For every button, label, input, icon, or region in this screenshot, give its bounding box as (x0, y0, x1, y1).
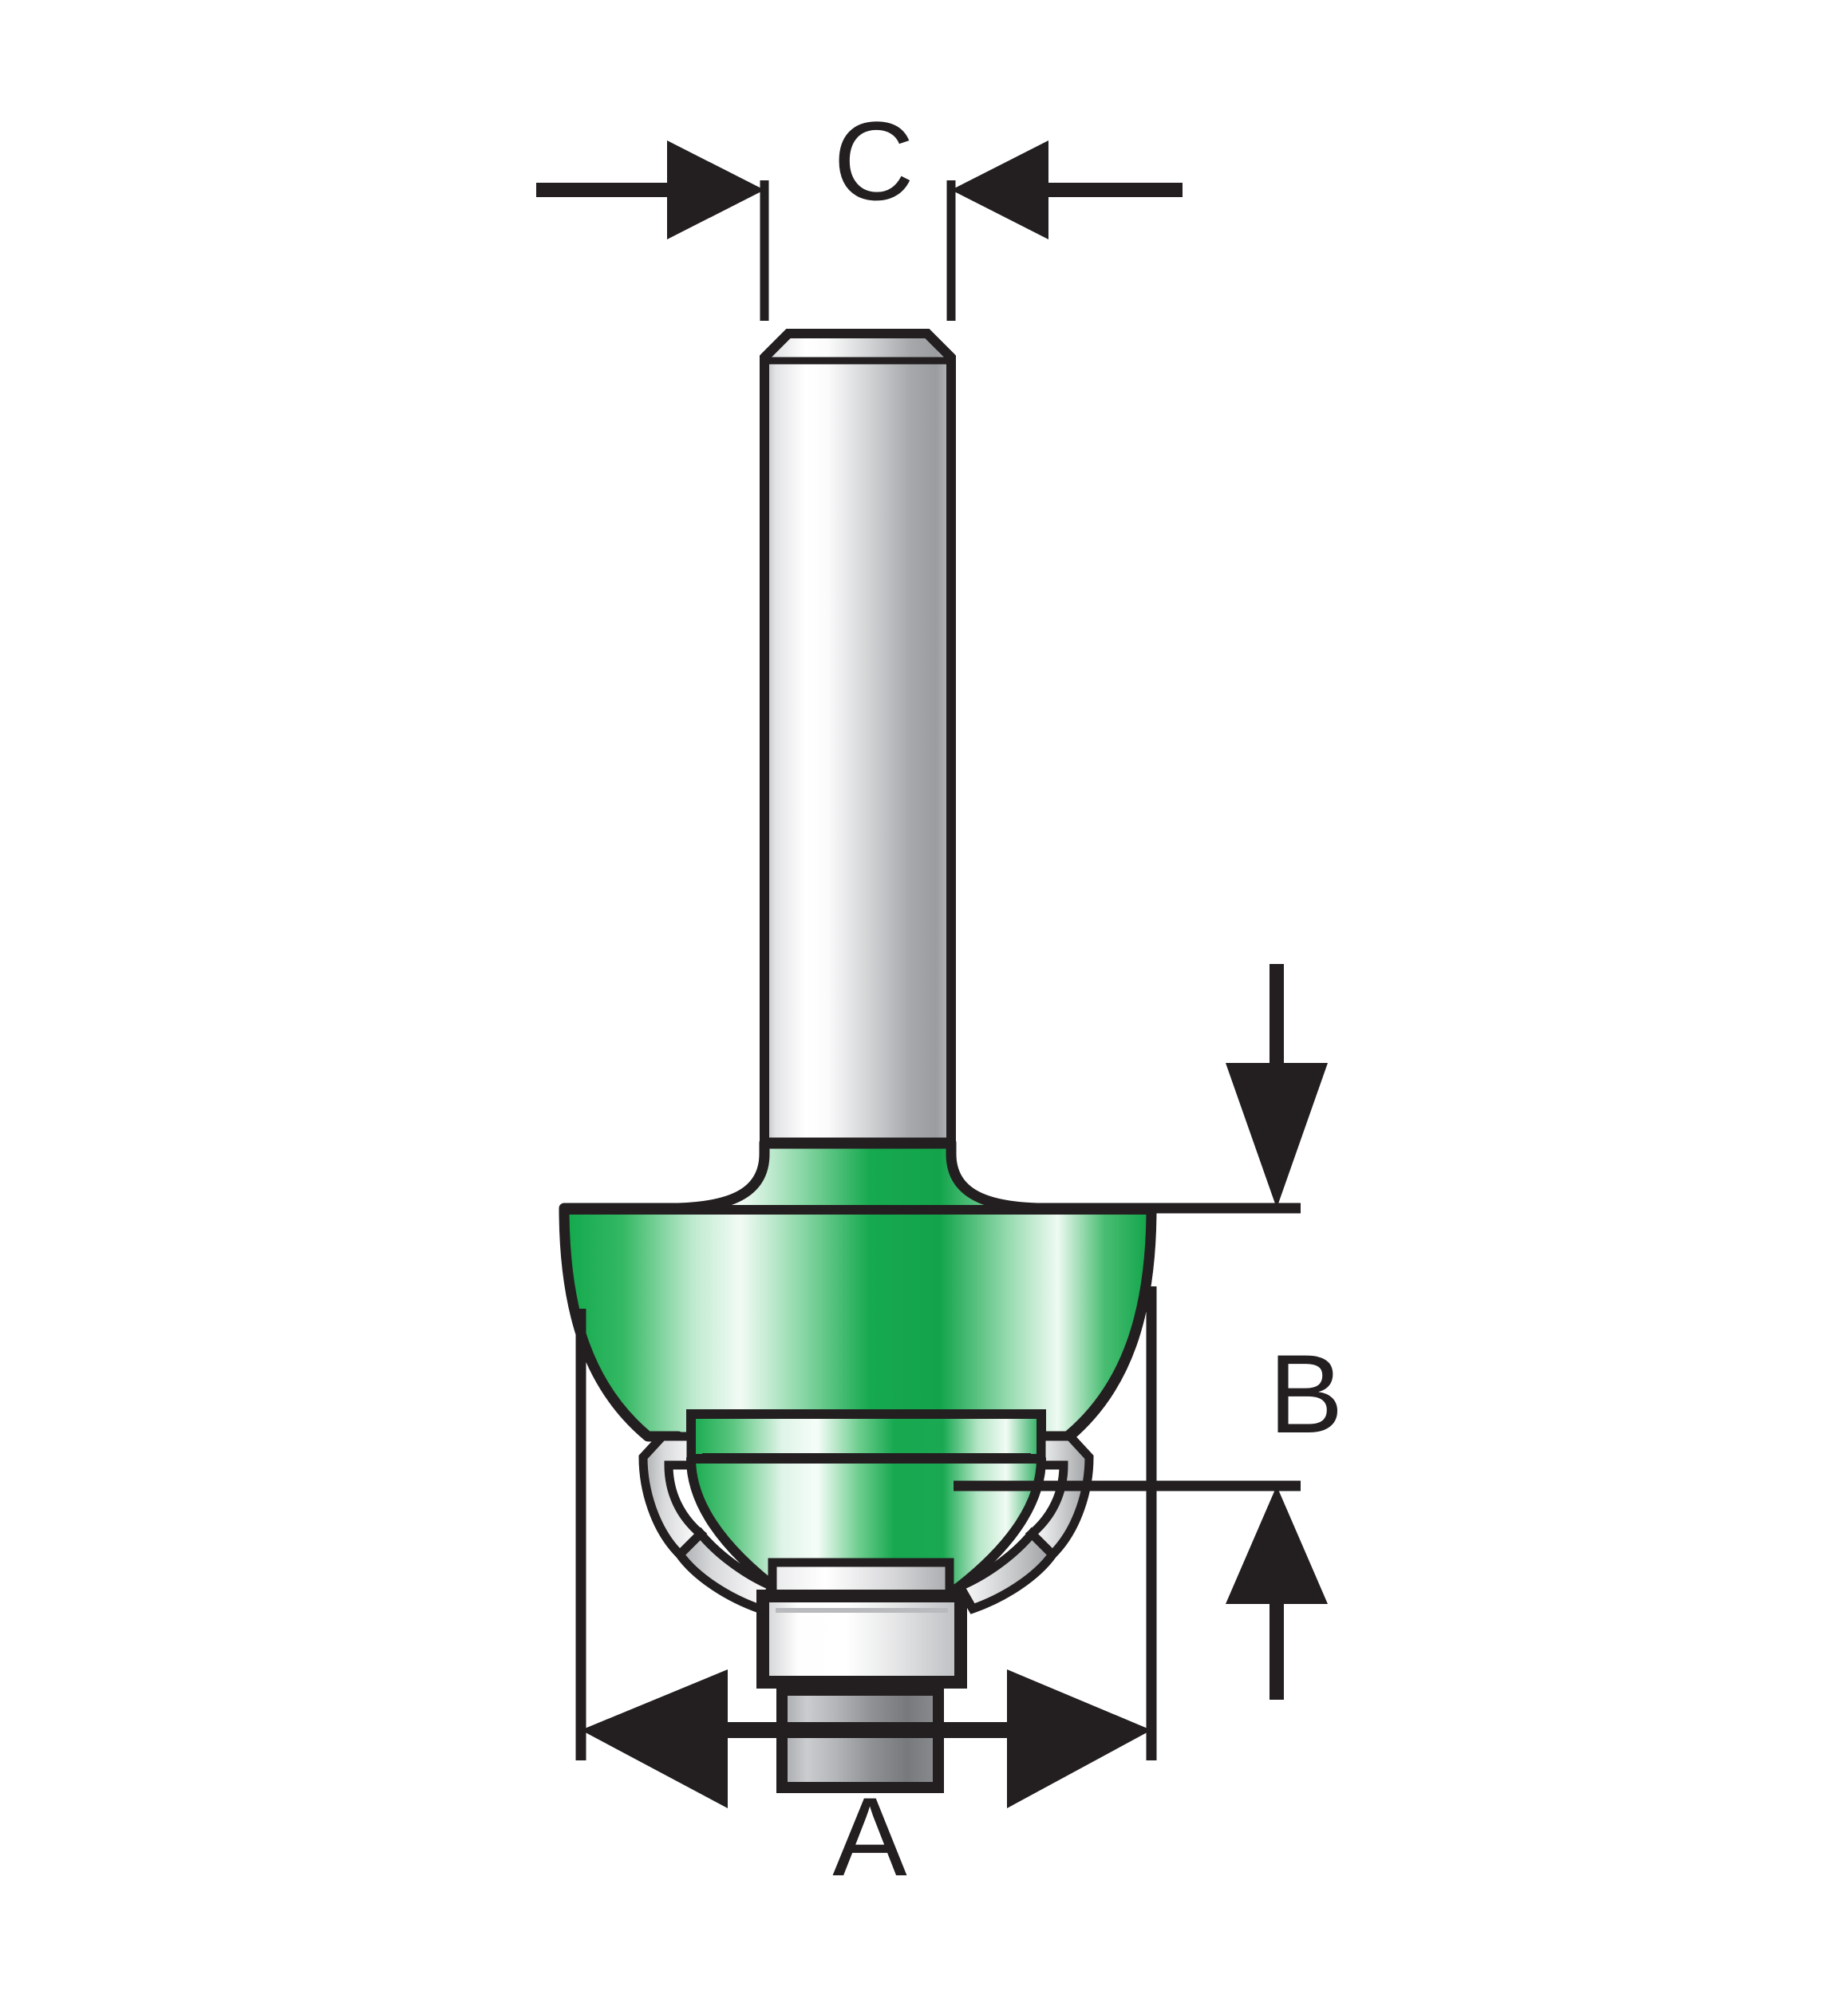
pilot-bearing-group (756, 1558, 967, 1793)
dimension-c-right-arrowhead (951, 140, 1048, 239)
dimension-b-top-arrowhead (1226, 1063, 1328, 1208)
dimension-a-group: A (575, 1286, 1157, 1899)
shank-body (760, 329, 956, 1148)
dimension-b-group: B (954, 964, 1343, 1700)
dimension-c-group: C (536, 98, 1183, 321)
shank-top-chamfer (760, 329, 955, 361)
dimension-c-left-arrowhead (667, 140, 764, 239)
dimension-a-right-arrowhead (1007, 1669, 1151, 1808)
dimension-b-bottom-arrowhead (1226, 1486, 1328, 1604)
dimension-c-label: C (833, 98, 914, 223)
shank-group (760, 329, 956, 1148)
bearing-hub (776, 1685, 944, 1793)
dimension-a-left-arrowhead (581, 1669, 728, 1808)
cutter-mid-band (686, 1409, 1046, 1464)
dimension-a-label: A (832, 1774, 907, 1899)
dimension-b-label: B (1269, 1331, 1343, 1456)
